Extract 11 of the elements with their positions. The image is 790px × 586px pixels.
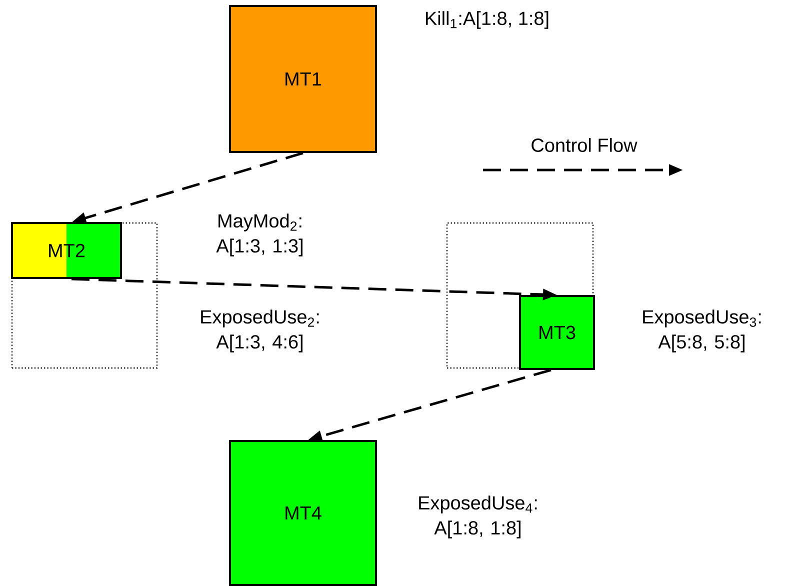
legend-label: Control Flow [532, 138, 638, 152]
annotation: ExposedUse$_{2}$: A[1:3, 4:6] [201, 310, 319, 352]
region-box [11, 222, 158, 369]
region-box [446, 222, 594, 369]
task-box: MT4 [229, 440, 377, 586]
annotation: ExposedUse$_{4}$: A[1:8, 1:8] [419, 496, 537, 538]
task-box: MT3 [519, 295, 595, 370]
task-box: MT1 [229, 5, 377, 153]
annotation: MayMod$_{2}$: A[1:3, 1:3] [216, 214, 302, 256]
annotation: ExposedUse$_{3}$: A[5:8, 5:8] [643, 310, 761, 352]
annotation: Kill$_{1}$:A[1:8, 1:8] [426, 11, 548, 29]
